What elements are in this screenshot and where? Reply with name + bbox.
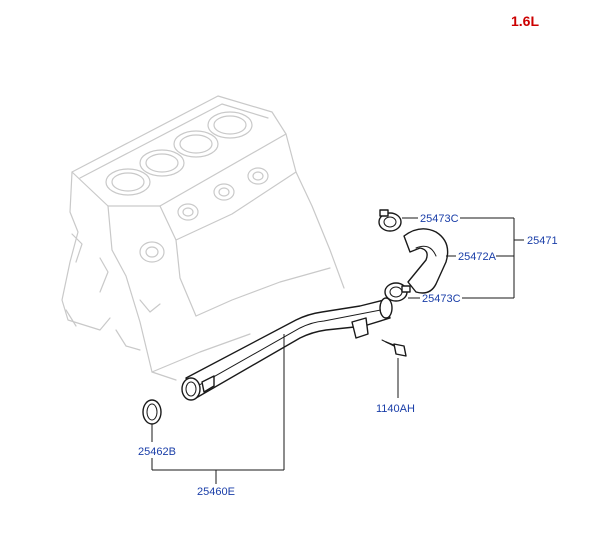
o-ring-illustration <box>142 399 162 425</box>
part-label-o-ring[interactable]: 25462B <box>138 446 176 458</box>
radiator-hose-illustration <box>403 228 449 294</box>
part-label-hose[interactable]: 25472A <box>458 251 497 263</box>
part-label-upper-clamp[interactable]: 25473C <box>420 213 459 225</box>
part-label-bolt[interactable]: 1140AH <box>376 403 415 415</box>
part-label-lower-clamp[interactable]: 25473C <box>422 293 461 305</box>
bolt-illustration <box>381 339 407 357</box>
engine-displacement-label: 1.6L <box>511 13 539 29</box>
upper-clamp-illustration <box>378 209 402 232</box>
lower-clamp-illustration <box>384 282 411 302</box>
engine-block-illustration <box>61 95 345 381</box>
water-pipe-illustration <box>181 297 393 401</box>
part-label-pipe[interactable]: 25460E <box>197 486 235 498</box>
part-label-hose-assembly[interactable]: 25471 <box>527 235 558 247</box>
leader-lines <box>151 217 524 484</box>
